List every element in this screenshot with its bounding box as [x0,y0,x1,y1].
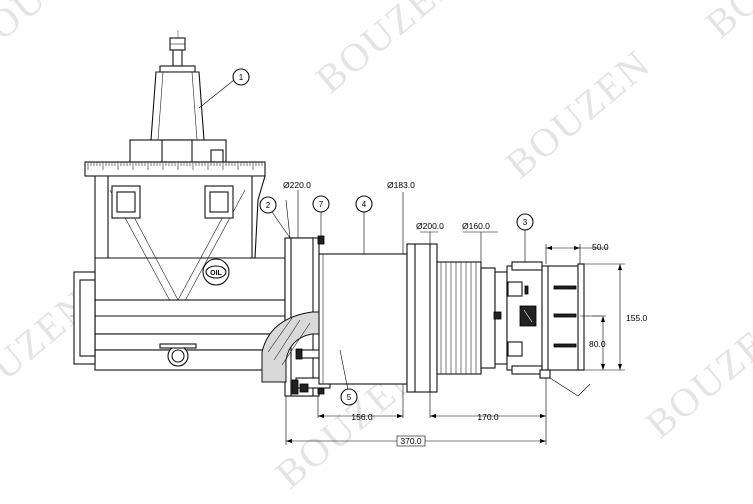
dim-dia-220: Ø220.0 [283,180,311,190]
dim-dia-183: Ø183.0 [387,180,415,190]
watermark: BOUZEN [697,0,753,47]
tool-holder [129,37,227,163]
dim-dia-200: Ø200.0 [416,221,444,231]
dim-len-370: 370.0 [400,436,422,446]
dim-370-box [396,435,426,447]
svg-text:4: 4 [362,200,367,209]
watermark: BOUZEN [0,0,119,67]
dim-len-170: 170.0 [477,412,499,422]
callout-3 [516,213,534,231]
svg-text:1: 1 [239,73,244,82]
callouts: 1 2 7 4 3 5 [198,68,534,406]
main-housing [73,175,286,371]
scale-ring [84,161,266,177]
dim-len-156: 156.0 [351,412,373,422]
callout-2 [259,196,277,214]
dim-dia-160: Ø160.0 [462,221,490,231]
svg-text:5: 5 [347,393,352,402]
dim-len-155: 155.0 [626,313,648,323]
svg-text:7: 7 [319,200,324,209]
watermark: BOUZEN [497,40,659,186]
svg-text:2: 2 [266,201,271,210]
dimension-text: Ø220.0 Ø183.0 Ø200.0 Ø160.0 50.0 155.0 8… [283,180,648,446]
watermark: BOUZEN [307,0,469,102]
svg-text:3: 3 [523,218,528,227]
flange-bolt-top [317,235,325,245]
dim-len-50: 50.0 [592,242,609,252]
dimension-lines [285,190,625,447]
callout-7 [312,195,330,213]
dim-len-80: 80.0 [589,339,606,349]
oil-logo: OIL [202,258,230,286]
set-screw [493,311,502,320]
callout-5 [340,388,358,406]
oil-logo-text: OIL [210,270,222,277]
middle-cylinder [318,253,408,385]
cylinder-body [318,253,408,385]
callout-1 [232,68,250,86]
clamp-head [493,261,585,379]
callout-4 [355,195,373,213]
watermark: BOUZEN [637,300,753,446]
flange-200 [406,243,438,393]
scale-ticks [87,162,263,170]
